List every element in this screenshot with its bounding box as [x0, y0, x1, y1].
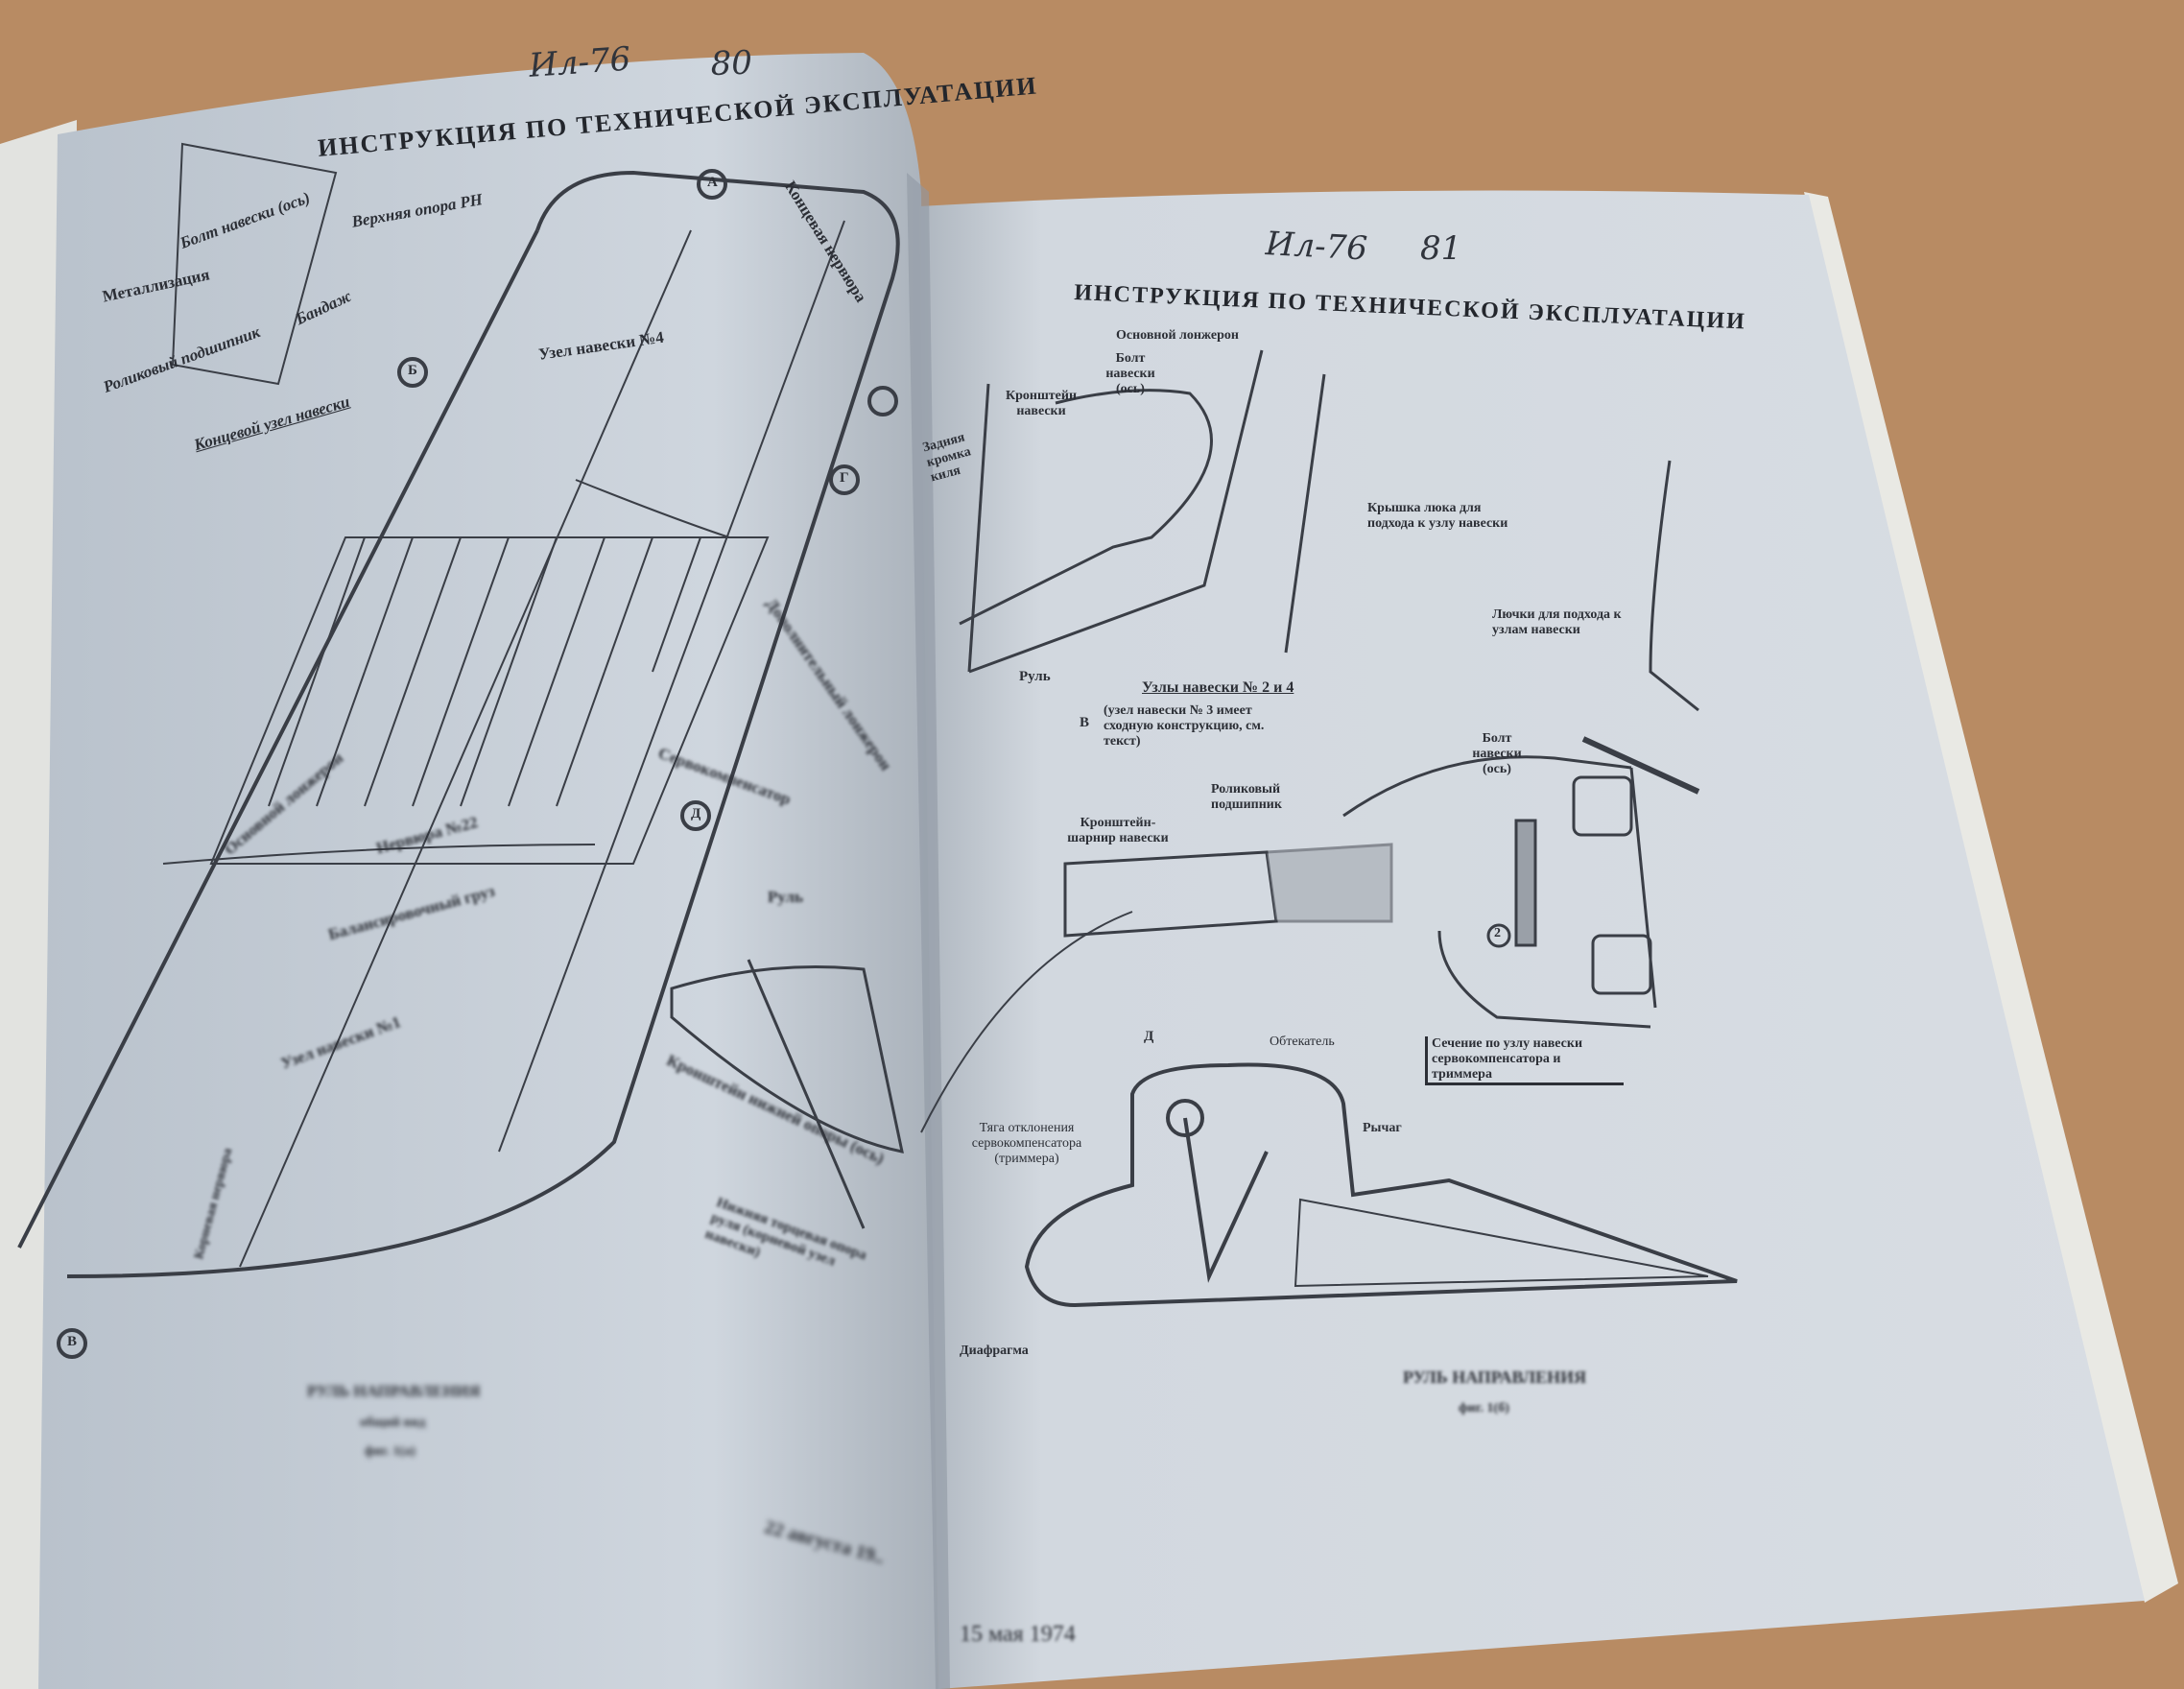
label-rudder-right: Руль	[1019, 669, 1051, 684]
label-hinge-bolt-right: Болт навески (ось)	[1105, 351, 1155, 397]
label-push-rod: Тяга отклонения сервокомпенсатора (тримм…	[971, 1121, 1082, 1167]
left-page-logo: Ил-76	[527, 39, 632, 85]
label-diaphragm: Диафрагма	[960, 1344, 1029, 1358]
spine-shadow	[907, 173, 950, 1689]
left-page-number: 80	[709, 43, 753, 83]
left-figure-subtitle: общий вид	[360, 1415, 426, 1430]
nodes-caption: Узлы навески № 2 и 4	[1142, 679, 1294, 696]
right-figure-number: фиг. 1(б)	[1459, 1401, 1509, 1415]
lower-support-drawing	[670, 959, 904, 1229]
callout-v: В	[67, 1334, 78, 1349]
label-fairing: Обтекатель	[1270, 1035, 1335, 1049]
label-lever: Рычаг	[1363, 1121, 1402, 1135]
right-figure-title: РУЛЬ НАПРАВЛЕНИЯ	[1403, 1368, 1587, 1387]
label-roller-bearing-right: Роликовый подшипник	[1211, 782, 1282, 813]
label-hinge-bolt-section: Болт навески (ось)	[1472, 731, 1522, 777]
right-page-number: 81	[1420, 229, 1462, 268]
label-rudder-left: Руль	[768, 888, 803, 906]
callout-d-right: Д	[1144, 1029, 1154, 1044]
left-figure-title: РУЛЬ НАПРАВЛЕНИЯ	[307, 1382, 481, 1400]
page-stack-right	[1804, 192, 2178, 1603]
label-hatches: Лючки для подхода к узлам навески	[1492, 607, 1622, 638]
hinge-nodes-drawing	[959, 349, 1700, 795]
callout-2: 2	[1494, 926, 1501, 940]
servo-compensator-section-drawing	[920, 911, 1738, 1308]
right-footer-date: 15 мая 1974	[960, 1622, 1076, 1647]
left-figure-number: фиг. 1(а)	[365, 1444, 415, 1459]
callout-d: Д	[691, 806, 701, 821]
callout-v-right: В	[1080, 715, 1090, 730]
label-hatch-cover: Крышка люка для подхода к узлу навески	[1367, 501, 1508, 532]
section-caption: Сечение по узлу навески сервокомпенсатор…	[1425, 1036, 1624, 1086]
hinge-section-drawing	[1063, 755, 1657, 1029]
rib-pattern	[268, 536, 701, 807]
label-hinge-bracket-right: Кронштейн-шарнир навески	[1067, 816, 1169, 846]
label-hinge-brackets: Кронштейн навески	[1005, 389, 1078, 419]
callout-b: Б	[408, 363, 417, 378]
left-page	[38, 53, 938, 1689]
rudder-general-view-drawing	[17, 142, 900, 1359]
nodes-note: (узел навески № 3 имеет сходную конструк…	[1104, 703, 1265, 749]
right-page-logo: Ил-76	[1264, 225, 1368, 269]
callout-g: Г	[840, 470, 849, 486]
callout-a: А	[707, 175, 718, 190]
label-main-spar-right: Основной лонжерон	[1116, 328, 1239, 343]
